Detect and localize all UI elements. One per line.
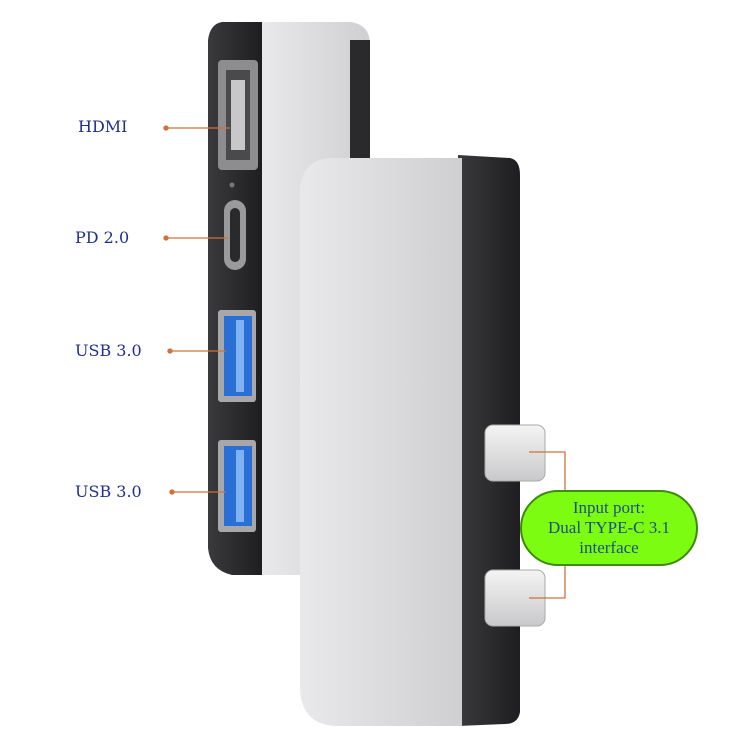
usb3-port-2 — [218, 440, 256, 532]
label-usb-1: USB 3.0 — [75, 341, 142, 360]
callout-line-3: interface — [579, 538, 639, 557]
led-indicator — [229, 182, 235, 188]
label-pd: PD 2.0 — [75, 228, 130, 247]
callout-line-1: Input port: — [572, 498, 646, 517]
callout-line-2: Dual TYPE-C 3.1 — [548, 518, 670, 537]
input-port-callout: Input port: Dual TYPE-C 3.1 interface — [520, 490, 698, 566]
leader-lines — [163, 125, 566, 599]
pd-typec-port — [224, 200, 246, 270]
hdmi-port — [218, 60, 258, 170]
usb3-port-1 — [218, 310, 256, 402]
label-usb-2: USB 3.0 — [75, 482, 142, 501]
typec-plug-1 — [484, 424, 546, 482]
label-hdmi: HDMI — [78, 117, 128, 136]
